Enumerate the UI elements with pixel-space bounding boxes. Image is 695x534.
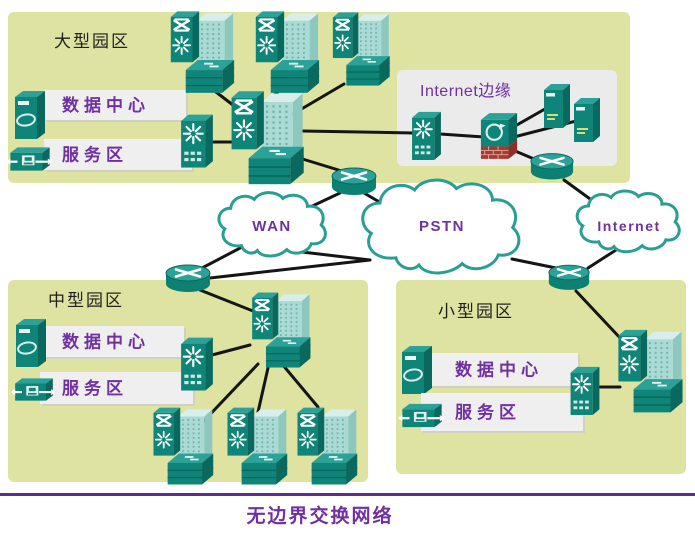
link-small-router--internet-cloud (586, 248, 618, 270)
diagram-caption: 无边界交换网络 (246, 506, 394, 527)
medium-router-icon (164, 263, 212, 294)
medium-switch-icon (180, 336, 214, 391)
large-dc-server-icon (13, 89, 47, 139)
internet-cloud-label: Internet (597, 218, 660, 234)
panel-medium-campus-title: 中型园区 (48, 291, 124, 310)
pstn-cloud-label: PSTN (419, 218, 465, 235)
label-bar-small-dc (421, 353, 578, 386)
large-svc-service-icon (5, 146, 54, 172)
small-switch-icon (569, 365, 601, 415)
link-edge-switch--firewall (438, 132, 486, 139)
edge-server-1-icon (543, 83, 571, 128)
label-bar-large-dc-text: 数据中心 (62, 95, 150, 115)
label-bar-medium-svc (40, 372, 193, 404)
panel-large-campus-title: 大型园区 (54, 32, 130, 51)
small-svc-service-icon (397, 402, 446, 429)
link-medium-dist--medium-access-3 (280, 362, 320, 409)
label-bar-medium-dc-text: 数据中心 (62, 332, 150, 352)
medium-svc-service-icon (10, 377, 57, 402)
edge-switch-icon (410, 110, 443, 160)
label-bar-medium-svc-text: 服务区 (62, 378, 128, 398)
panel-internet-edge-title: Internet边缘 (420, 82, 511, 100)
link-small-router--pstn-cloud (510, 257, 558, 270)
firewall-icon (479, 112, 519, 160)
core-router-icon (330, 166, 378, 197)
label-bar-large-dc (44, 90, 186, 120)
medium-dc-server-icon (15, 318, 47, 367)
link-medium-router--pstn-cloud (208, 258, 372, 280)
label-bar-large-svc-text: 服务区 (62, 145, 128, 165)
link-medium-router--wan-cloud (200, 244, 246, 270)
link-small-router--small-block (574, 289, 624, 342)
link-medium-router--medium-dist (198, 288, 260, 315)
label-bar-small-svc-text: 服务区 (455, 402, 521, 422)
edge-router-icon (529, 152, 575, 181)
panel-small-campus-title: 小型园区 (438, 302, 514, 321)
label-bar-small-svc (421, 393, 583, 431)
link-large-core--edge-switch (300, 129, 416, 135)
label-bar-large-svc (44, 139, 192, 170)
label-bar-small-dc-text: 数据中心 (455, 360, 543, 380)
caption-rule (0, 493, 695, 496)
edge-server-2-icon (573, 97, 601, 142)
small-dc-server-icon (400, 344, 434, 394)
label-bar-medium-dc (44, 326, 184, 357)
large-switch-icon (180, 113, 214, 168)
link-medium-dist--medium-access-2 (256, 366, 270, 414)
link-wan-cloud--pstn-cloud (300, 250, 372, 262)
clouds-layer: WAN PSTN Internet (217, 180, 681, 273)
wan-cloud-label: WAN (252, 218, 292, 235)
small-router-icon (547, 263, 591, 292)
link-medium-dist--medium-switch (210, 343, 252, 357)
link-large-core--core-router (294, 155, 347, 174)
